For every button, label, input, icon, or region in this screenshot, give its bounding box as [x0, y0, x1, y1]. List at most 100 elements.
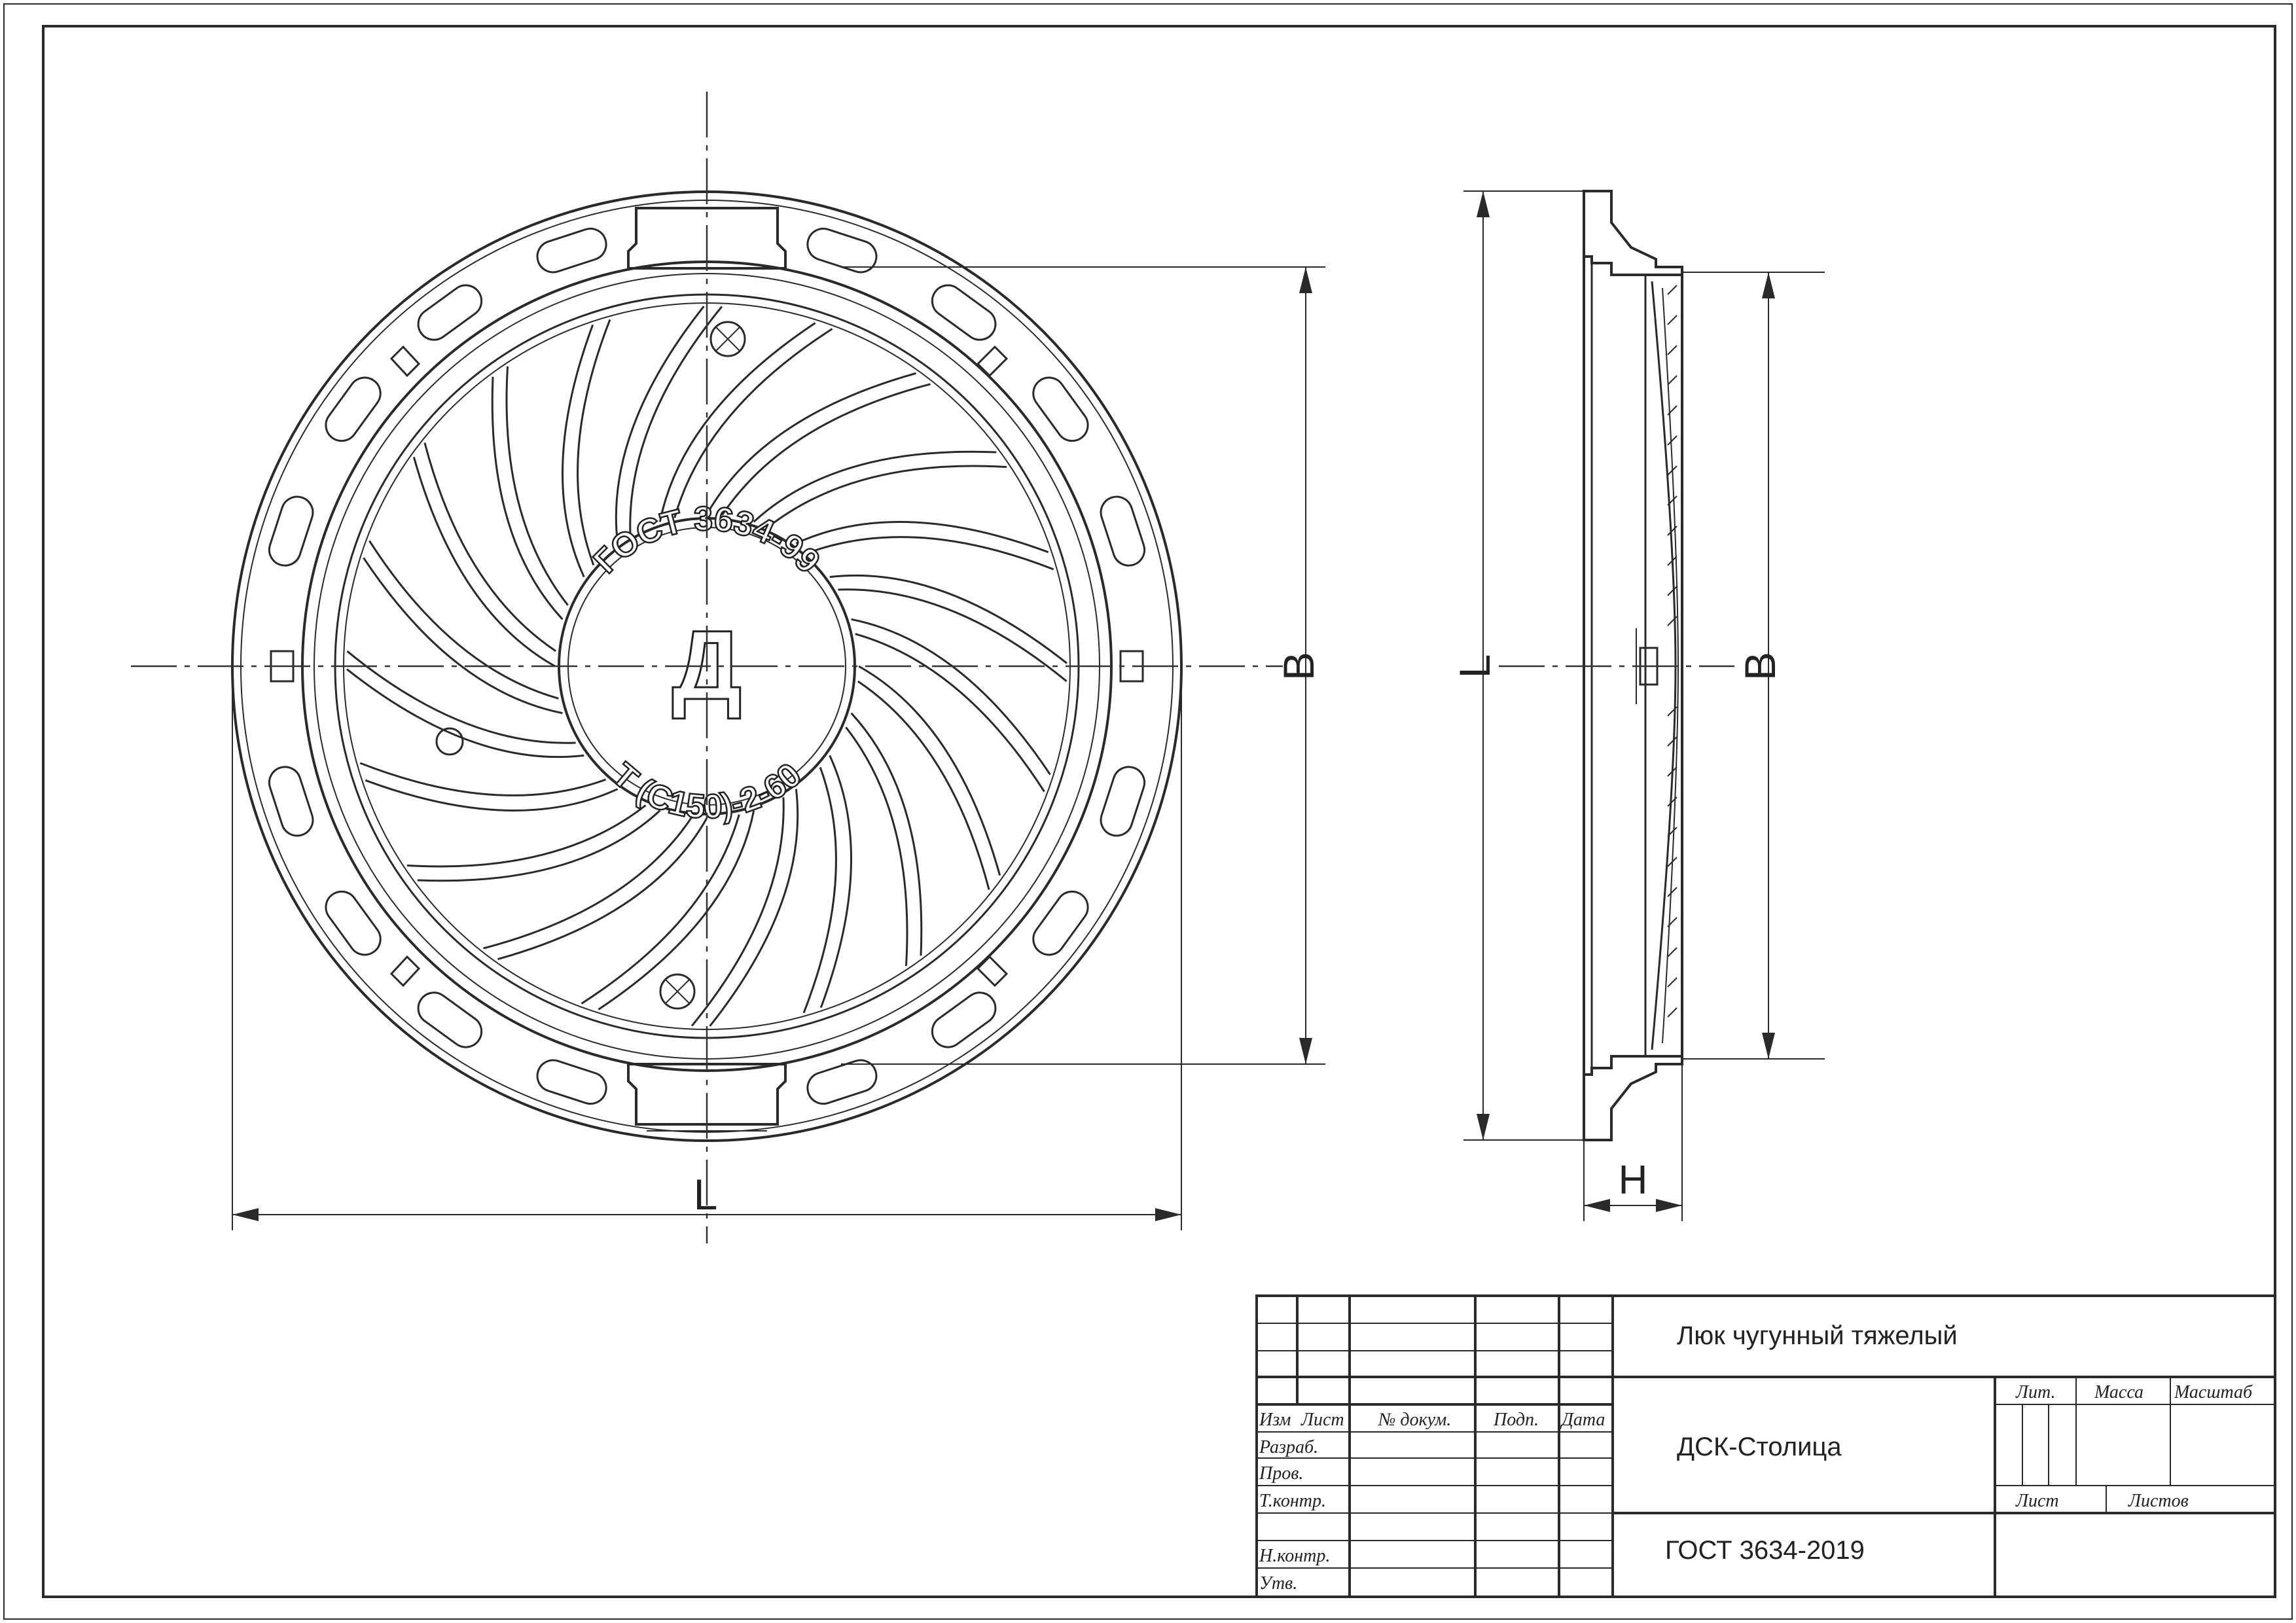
header-lit: Лит.: [2015, 1382, 2056, 1402]
dim-label-plan-b: B: [1274, 652, 1323, 681]
hatch-line: [1667, 736, 1677, 747]
row-nkontr: Н.контр.: [1259, 1546, 1330, 1566]
cover-rib: [845, 712, 923, 967]
cover-rib: [795, 521, 1054, 571]
cover-rib: [691, 789, 799, 1027]
standard-code: ГОСТ 3634-2019: [1665, 1536, 1865, 1565]
hatch-line: [1667, 917, 1677, 927]
frame-slots: [268, 227, 1146, 1105]
side-frame-profile-top: [1583, 190, 1683, 276]
tab-se: [976, 955, 1009, 988]
row-utv: Утв.: [1259, 1573, 1297, 1594]
dim-label-plan-l: L: [694, 1170, 718, 1219]
hatch-line: [1667, 1007, 1677, 1018]
drawing-title: Люк чугунный тяжелый: [1677, 1321, 1958, 1350]
hinge-lug-top: [627, 207, 787, 270]
hatch-line: [1667, 526, 1677, 536]
cover-rib: [851, 618, 1051, 793]
cover-rib: [706, 372, 931, 516]
hatch-line: [1667, 616, 1677, 626]
frame-slot: [931, 991, 997, 1048]
hinge-lug-bottom: [627, 1063, 787, 1126]
frame-slot: [536, 227, 607, 274]
cover-rib: [491, 366, 569, 620]
side-view: L B H: [1450, 190, 1825, 1221]
cover-rib: [615, 306, 723, 544]
frame-slot: [417, 284, 483, 341]
row-prov: Пров.: [1259, 1463, 1303, 1484]
cover-rib: [406, 804, 661, 882]
plan-view: Д ГОСТ 3634-99 Т (С150)-2-60 L B: [131, 92, 1325, 1243]
cover-rib: [359, 762, 619, 812]
hatch-line: [1667, 556, 1677, 566]
cover-rib: [857, 665, 1001, 890]
col-sign: Подп.: [1493, 1410, 1539, 1430]
frame-slot: [325, 376, 382, 442]
cover-rib: [753, 450, 1007, 528]
frame-slot: [268, 495, 314, 567]
hatch-line: [1667, 435, 1677, 446]
frame-slot: [417, 991, 483, 1048]
hatch-line: [1667, 495, 1677, 506]
hatch-line: [1667, 827, 1677, 837]
tab-sw: [389, 955, 421, 988]
cover-rib: [802, 755, 852, 1014]
bolt-mark-bottom: [659, 973, 696, 1010]
col-date: Дата: [1560, 1410, 1605, 1430]
header-scale: Масштаб: [2174, 1382, 2253, 1402]
hatch-line: [1667, 706, 1677, 717]
bolt-mark-top: [709, 321, 746, 357]
cover-rib: [346, 650, 584, 758]
col-doc: № докум.: [1378, 1410, 1451, 1430]
dim-label-side-l: L: [1450, 654, 1499, 679]
hatch-line: [1667, 857, 1677, 867]
row-tkontr: Т.контр.: [1259, 1491, 1326, 1511]
side-frame-profile-bottom: [1583, 1055, 1683, 1141]
frame-slot: [1100, 495, 1146, 567]
col-list: Лист: [1300, 1410, 1344, 1430]
hatch-line: [1667, 887, 1677, 897]
hatch-line: [1667, 375, 1677, 385]
frame-slot: [268, 766, 314, 837]
hatch-line: [1667, 345, 1677, 355]
cover-rib: [483, 817, 708, 961]
frame-slot: [1032, 376, 1089, 442]
header-sheets: Листов: [2128, 1491, 2189, 1511]
col-izm: Изм: [1259, 1410, 1291, 1430]
cover-ribs: [346, 306, 1067, 1027]
frame-slot: [806, 227, 878, 274]
header-mass: Масса: [2094, 1382, 2144, 1402]
hatch-line: [1667, 285, 1677, 295]
tab-ne: [976, 345, 1009, 378]
hatch-line: [1667, 947, 1677, 957]
frame-slot: [325, 890, 382, 956]
hatch-line: [1667, 796, 1677, 807]
cover-rib: [829, 574, 1067, 683]
dim-label-side-h: H: [1619, 1158, 1648, 1203]
hatch-line: [1667, 977, 1677, 988]
header-sheet: Лист: [2015, 1491, 2059, 1511]
frame-slot: [931, 284, 997, 341]
dim-label-side-b: B: [1736, 652, 1784, 681]
title-block-border: [1255, 1294, 2276, 1598]
cover-rib: [658, 322, 833, 522]
sheet-frame: [42, 25, 2276, 1598]
frame-slot: [1100, 766, 1146, 837]
cover-rib: [412, 442, 556, 668]
row-razrab: Разраб.: [1259, 1437, 1318, 1457]
tab-nw: [389, 345, 421, 378]
cover-rib: [562, 319, 611, 578]
cover-rib: [581, 810, 755, 1010]
hatch-line: [1667, 766, 1677, 777]
frame-slot: [536, 1059, 607, 1105]
pin-hole: [435, 727, 464, 756]
hatch-line: [1667, 465, 1677, 476]
hatch-line: [1667, 586, 1677, 596]
side-section-hatch: [1667, 285, 1677, 1018]
hatch-line: [1667, 405, 1677, 416]
organization-name: ДСК-Столица: [1677, 1433, 1842, 1461]
sheet-outer-border: [3, 3, 2293, 1620]
frame-slot: [1032, 890, 1089, 956]
hatch-line: [1667, 315, 1677, 325]
